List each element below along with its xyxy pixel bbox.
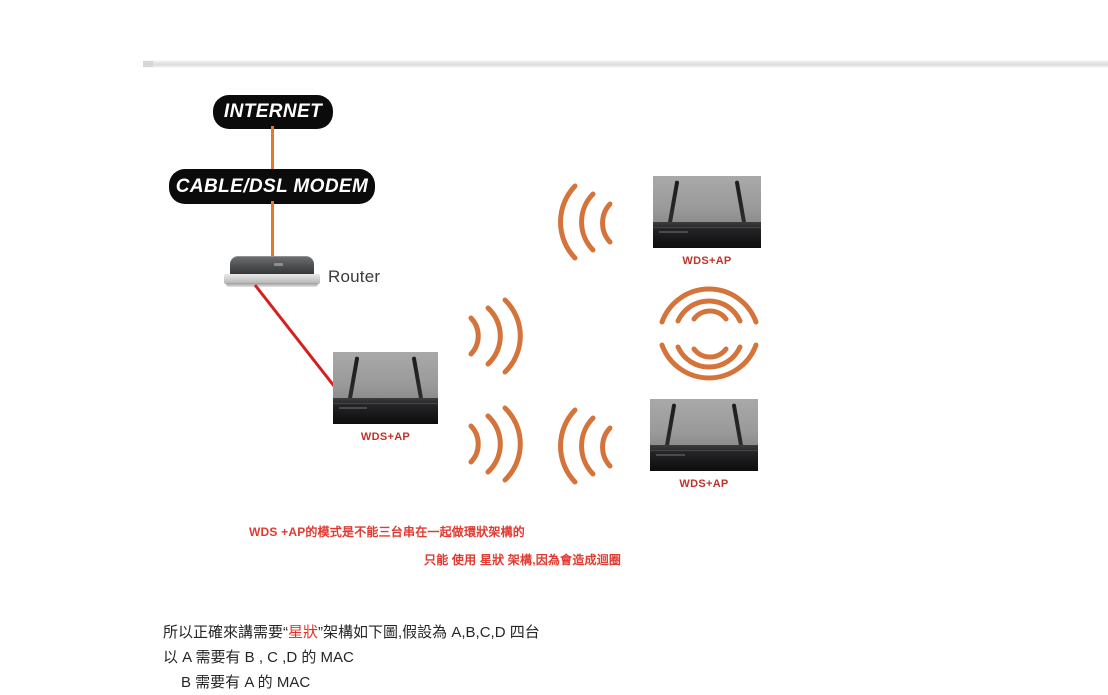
router-base-shadow <box>226 283 318 287</box>
router-logo-icon <box>274 263 283 266</box>
warning-caption-line-2: 只能 使用 星狀 架構,因為會造成迴圈 <box>424 553 622 567</box>
access-point-image <box>650 399 758 471</box>
router-top-face <box>230 256 314 276</box>
access-point-image <box>333 352 438 424</box>
access-point-top-right-label: WDS+AP <box>682 255 732 267</box>
access-point-left: WDS+AP <box>333 352 438 443</box>
router-device-icon <box>224 256 320 290</box>
wire-modem-to-router <box>271 201 274 263</box>
access-point-top-right: WDS+AP <box>653 176 761 267</box>
cable-dsl-modem-node: CABLE/DSL MODEM <box>169 169 375 204</box>
wifi-arcs-icon-top-left <box>558 183 613 261</box>
notes-line-3: B 需要有 A 的 MAC <box>181 674 311 691</box>
wifi-arcs-icon-middle-down <box>659 286 759 325</box>
router-front-face <box>224 274 320 284</box>
access-point-left-label: WDS+AP <box>360 431 411 443</box>
notes-line-2: 以 A 需要有 B , C ,D 的 MAC <box>163 649 354 666</box>
access-point-body <box>333 398 438 424</box>
access-point-image <box>653 176 761 248</box>
notes-line-1-highlight: 星狀 <box>288 624 319 641</box>
wifi-arcs-icon-lower-left <box>468 405 523 483</box>
access-point-body <box>650 445 758 471</box>
wifi-arcs-icon-lower-right <box>558 407 613 485</box>
internet-node: INTERNET <box>213 95 333 129</box>
wifi-arcs-icon-left-middle <box>468 297 523 375</box>
access-point-bottom-right-label: WDS+AP <box>679 478 729 490</box>
router-label: Router <box>328 267 381 286</box>
notes-line-1-suffix: ”架構如下圖,假設為 A,B,C,D 四台 <box>318 624 540 641</box>
notes-block: 所以正確來講需要“星狀”架構如下圖,假設為 A,B,C,D 四台 以 A 需要有… <box>163 620 540 695</box>
access-point-body <box>653 222 761 248</box>
access-point-bottom-right: WDS+AP <box>650 399 758 490</box>
notes-line-1-prefix: 所以正確來講需要“ <box>163 624 288 641</box>
wifi-arcs-icon-middle-up <box>659 342 759 381</box>
wire-internet-to-modem <box>271 126 274 174</box>
header-divider <box>143 60 1108 68</box>
warning-caption-line-1: WDS +AP的模式是不能三台串在一起做環狀架構的 <box>249 525 526 539</box>
notes-line-1: 所以正確來講需要“星狀”架構如下圖,假設為 A,B,C,D 四台 <box>163 620 540 645</box>
